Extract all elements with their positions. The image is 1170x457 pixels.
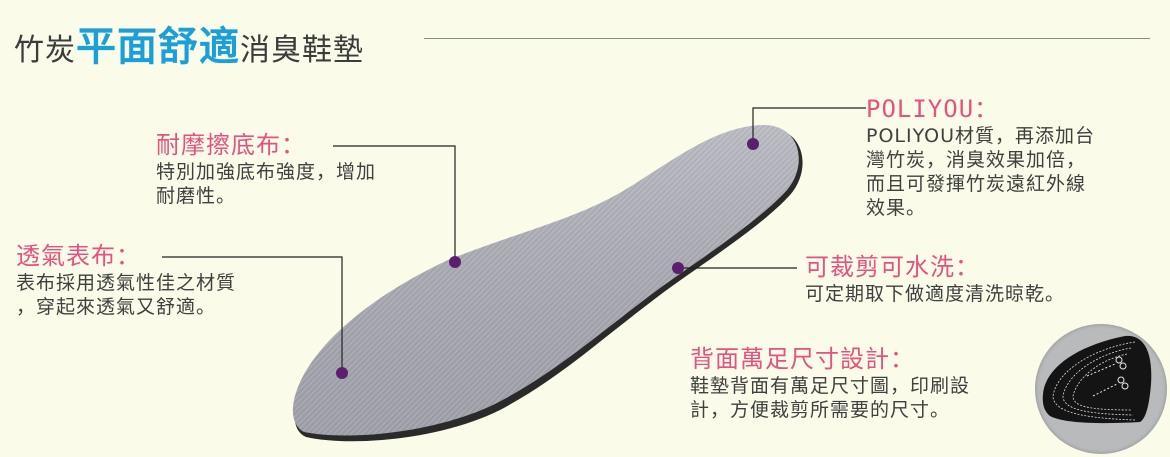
feature-line: 表布採用透氣性佳之材質 <box>16 272 237 294</box>
feature-line: 效果。 <box>866 197 927 219</box>
leader-line-abrasion <box>333 145 456 262</box>
size-guide-inset <box>1035 324 1167 454</box>
feature-universal-size: 背面萬足尺寸設計： 鞋墊背面有萬足尺寸圖，印刷設 計，方便裁剪所需要的尺寸。 <box>690 344 970 422</box>
feature-breathable-fabric: 透氣表布： 表布採用透氣性佳之材質 ，穿起來透氣又舒適。 <box>16 241 236 319</box>
scissors-icon <box>1086 356 1129 397</box>
title-divider <box>424 38 1150 39</box>
page-title: 竹炭 平面舒適 消臭鞋墊 <box>14 14 364 72</box>
marker-abrasion <box>449 256 461 268</box>
feature-heading: 背面萬足尺寸設計： <box>690 345 915 373</box>
insole-back-image <box>1042 335 1152 424</box>
feature-heading: 透氣表布： <box>16 242 141 270</box>
feature-line: 特別加強底布強度，增加 <box>156 161 377 183</box>
feature-line: ，穿起來透氣又舒適。 <box>16 296 217 318</box>
feature-line: 鞋墊背面有萬足尺寸圖，印刷設 <box>690 375 971 397</box>
feature-line: 計，方便裁剪所需要的尺寸。 <box>690 399 951 421</box>
marker-cuttable <box>672 262 684 274</box>
feature-line: POLIYOU材質，再添加台 <box>866 125 1096 147</box>
feature-line: 而且可發揮竹炭遠紅外線 <box>866 173 1087 195</box>
marker-poliyou <box>747 138 759 150</box>
leader-line-breathable <box>162 256 343 373</box>
title-suffix: 消臭鞋墊 <box>240 33 364 68</box>
feature-line: 可定期取下做適度清洗晾乾。 <box>805 283 1066 305</box>
feature-heading: 可裁剪可水洗： <box>805 253 980 281</box>
leader-line-poliyou <box>752 107 866 144</box>
marker-breathable <box>336 367 348 379</box>
feature-poliyou: POLIYOU： POLIYOU材質，再添加台 灣竹炭，消臭效果加倍， 而且可發… <box>866 94 1095 220</box>
feature-heading: POLIYOU： <box>866 95 1000 123</box>
feature-cuttable-washable: 可裁剪可水洗： 可定期取下做適度清洗晾乾。 <box>805 252 1065 306</box>
feature-abrasion-fabric: 耐摩擦底布： 特別加強底布強度，增加 耐磨性。 <box>156 130 376 208</box>
feature-line: 灣竹炭，消臭效果加倍， <box>866 149 1087 171</box>
title-highlight: 平面舒適 <box>76 24 240 70</box>
title-prefix: 竹炭 <box>14 33 76 68</box>
feature-line: 耐磨性。 <box>156 185 237 207</box>
feature-heading: 耐摩擦底布： <box>156 131 306 159</box>
